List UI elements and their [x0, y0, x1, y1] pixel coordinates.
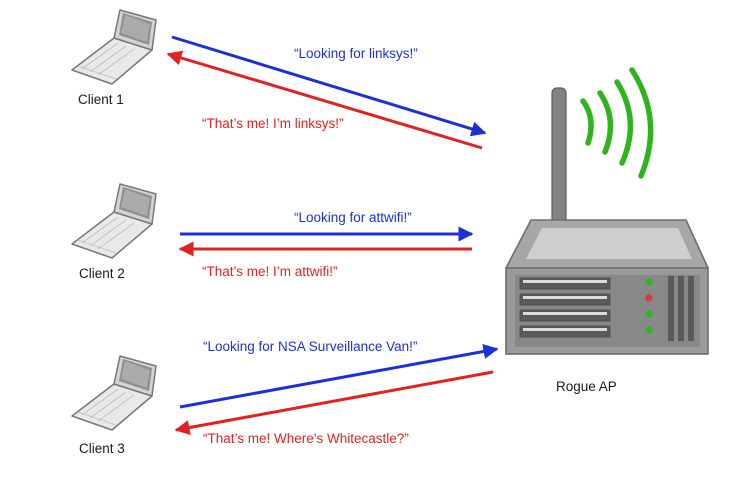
client-1-label: Client 1	[78, 92, 124, 107]
response-arrow-client-3	[174, 370, 494, 435]
laptop-icon-client-2	[71, 183, 157, 259]
wifi-signal-icon	[580, 67, 654, 179]
led-icon	[645, 294, 653, 302]
led-icon	[645, 310, 653, 318]
request-label-client-2: “Looking for attwifi!”	[294, 210, 412, 225]
led-icon	[645, 326, 653, 334]
led-icon	[645, 278, 653, 286]
response-label-client-2: “That’s me! I’m attwifi!”	[202, 264, 338, 279]
request-arrow-client-3	[179, 344, 499, 409]
router-icon	[505, 87, 709, 355]
request-arrow-client-1	[171, 35, 487, 137]
request-label-client-1: “Looking for linksys!”	[294, 46, 418, 61]
request-label-client-3: “Looking for NSA Surveillance Van!”	[203, 339, 418, 354]
response-arrow-client-1	[166, 50, 483, 150]
laptop-icon-client-1	[71, 9, 157, 85]
rogue-ap-label: Rogue AP	[556, 379, 617, 394]
laptop-icon-client-3	[71, 355, 157, 431]
response-label-client-1: “That’s me! I’m linksys!”	[202, 116, 344, 131]
response-label-client-3: “That’s me! Where’s Whitecastle?”	[203, 431, 409, 446]
client-3-label: Client 3	[79, 441, 125, 456]
client-2-label: Client 2	[79, 266, 125, 281]
